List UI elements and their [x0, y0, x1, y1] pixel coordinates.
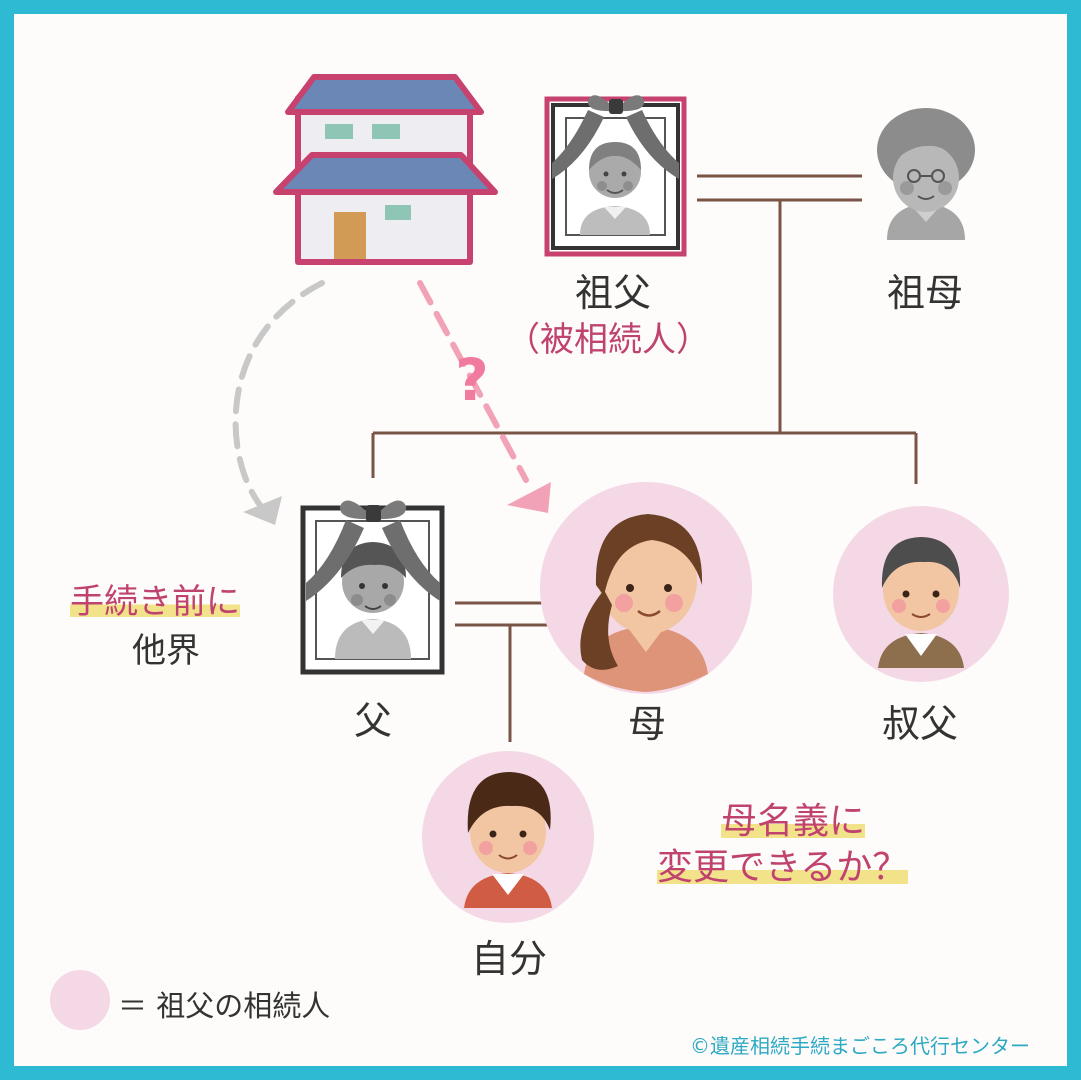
arrow-head-pink-icon — [507, 482, 551, 513]
ribbon-knot-icon — [609, 99, 623, 114]
father-label: 父 — [354, 699, 393, 743]
arrow-head-gray-icon — [243, 496, 282, 525]
question-line-2: 変更できるか？ — [657, 838, 909, 890]
father-portrait — [300, 500, 445, 675]
question-line-1: 母名義に — [721, 792, 866, 844]
mourning-ribbon-right — [382, 520, 440, 601]
arrow-house-to-father — [232, 280, 325, 515]
uncle-avatar — [833, 506, 1009, 682]
self-avatar — [422, 751, 594, 923]
house-icon — [273, 74, 498, 265]
mother-label: 母 — [628, 702, 667, 746]
mourning-ribbon-right — [626, 110, 679, 179]
mother-avatar — [540, 482, 752, 694]
mourning-ribbon-left — [552, 110, 604, 179]
legend-label: ＝ 祖父の相続人 — [118, 989, 331, 1023]
question-mark: ? — [455, 346, 489, 414]
uncle-label: 叔父 — [882, 702, 959, 746]
arrow-house-to-mother — [417, 280, 529, 483]
decedent-label: （被相続人） — [506, 320, 710, 360]
legend-heir-circle — [50, 970, 110, 1030]
copyright-text: ©遺産相続手続まごころ代行センター — [690, 1034, 1030, 1058]
self-label: 自分 — [471, 937, 548, 981]
note-before-procedure: 手続き前に — [70, 574, 240, 623]
grandmother-label: 祖母 — [887, 271, 964, 315]
grandmother-avatar — [877, 108, 975, 240]
grandfather-portrait — [544, 95, 687, 257]
mourning-ribbon-left — [306, 520, 364, 601]
ribbon-knot-icon — [366, 505, 381, 522]
note-passed-away: 他界 — [132, 631, 200, 671]
grandfather-label: 祖父 — [575, 271, 652, 315]
